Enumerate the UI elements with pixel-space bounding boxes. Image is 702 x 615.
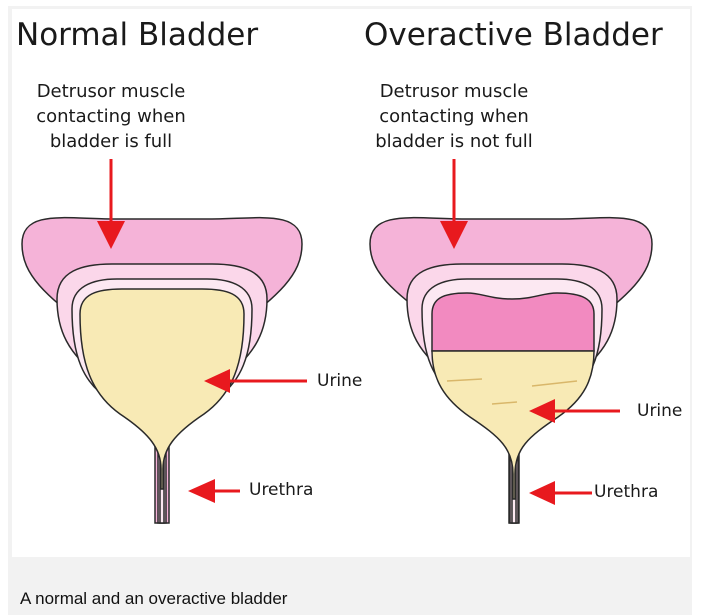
normal-description-line-1: Detrusor muscle: [0, 79, 231, 104]
overactive-description-line-3: bladder is not full: [334, 129, 574, 154]
normal-description-line-2: contacting when: [0, 104, 231, 129]
overactive-urethra-label: Urethra: [594, 482, 658, 502]
overactive-description-line-1: Detrusor muscle: [334, 79, 574, 104]
overactive-description: Detrusor muscle contacting when bladder …: [334, 79, 574, 154]
overactive-title: Overactive Bladder: [364, 17, 663, 53]
normal-bladder: [22, 218, 302, 523]
normal-urine: [80, 289, 244, 489]
normal-urethra-label: Urethra: [249, 480, 313, 500]
bladder-diagram: Normal Bladder Overactive Bladder Detrus…: [12, 9, 690, 557]
normal-urine-label: Urine: [317, 371, 362, 391]
overactive-urine: [432, 351, 594, 499]
normal-description-line-3: bladder is full: [0, 129, 231, 154]
figure-caption: A normal and an overactive bladder: [20, 589, 287, 609]
overactive-bladder: [370, 218, 652, 523]
overactive-description-line-2: contacting when: [334, 104, 574, 129]
overactive-contracted-muscle: [432, 293, 594, 351]
normal-description: Detrusor muscle contacting when bladder …: [0, 79, 231, 154]
normal-title: Normal Bladder: [16, 17, 258, 53]
overactive-urine-label: Urine: [637, 401, 682, 421]
